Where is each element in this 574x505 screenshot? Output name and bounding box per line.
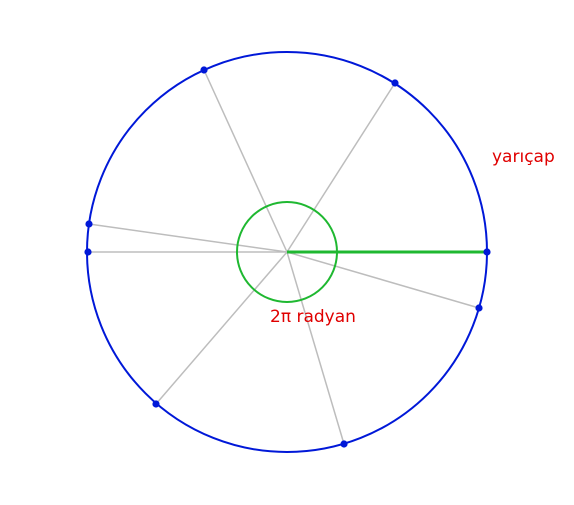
circle-point xyxy=(391,79,399,87)
spokes xyxy=(88,69,480,445)
circle-point xyxy=(152,400,160,408)
spoke-line xyxy=(286,82,396,253)
spoke-line xyxy=(286,251,480,309)
circle-point xyxy=(200,66,208,74)
circle-points xyxy=(84,66,491,448)
circle-point xyxy=(475,304,483,312)
full-angle-arc xyxy=(236,201,338,303)
radius-label: yarıçap xyxy=(492,147,555,167)
circle-point xyxy=(483,248,491,256)
circle-point xyxy=(85,220,93,228)
circle-point xyxy=(340,440,348,448)
spoke-line xyxy=(88,223,288,253)
spoke-line xyxy=(286,251,345,445)
circle-point xyxy=(84,248,92,256)
spoke-line xyxy=(203,69,288,253)
spoke-line xyxy=(155,251,288,405)
angle-label: 2π radyan xyxy=(270,307,356,327)
